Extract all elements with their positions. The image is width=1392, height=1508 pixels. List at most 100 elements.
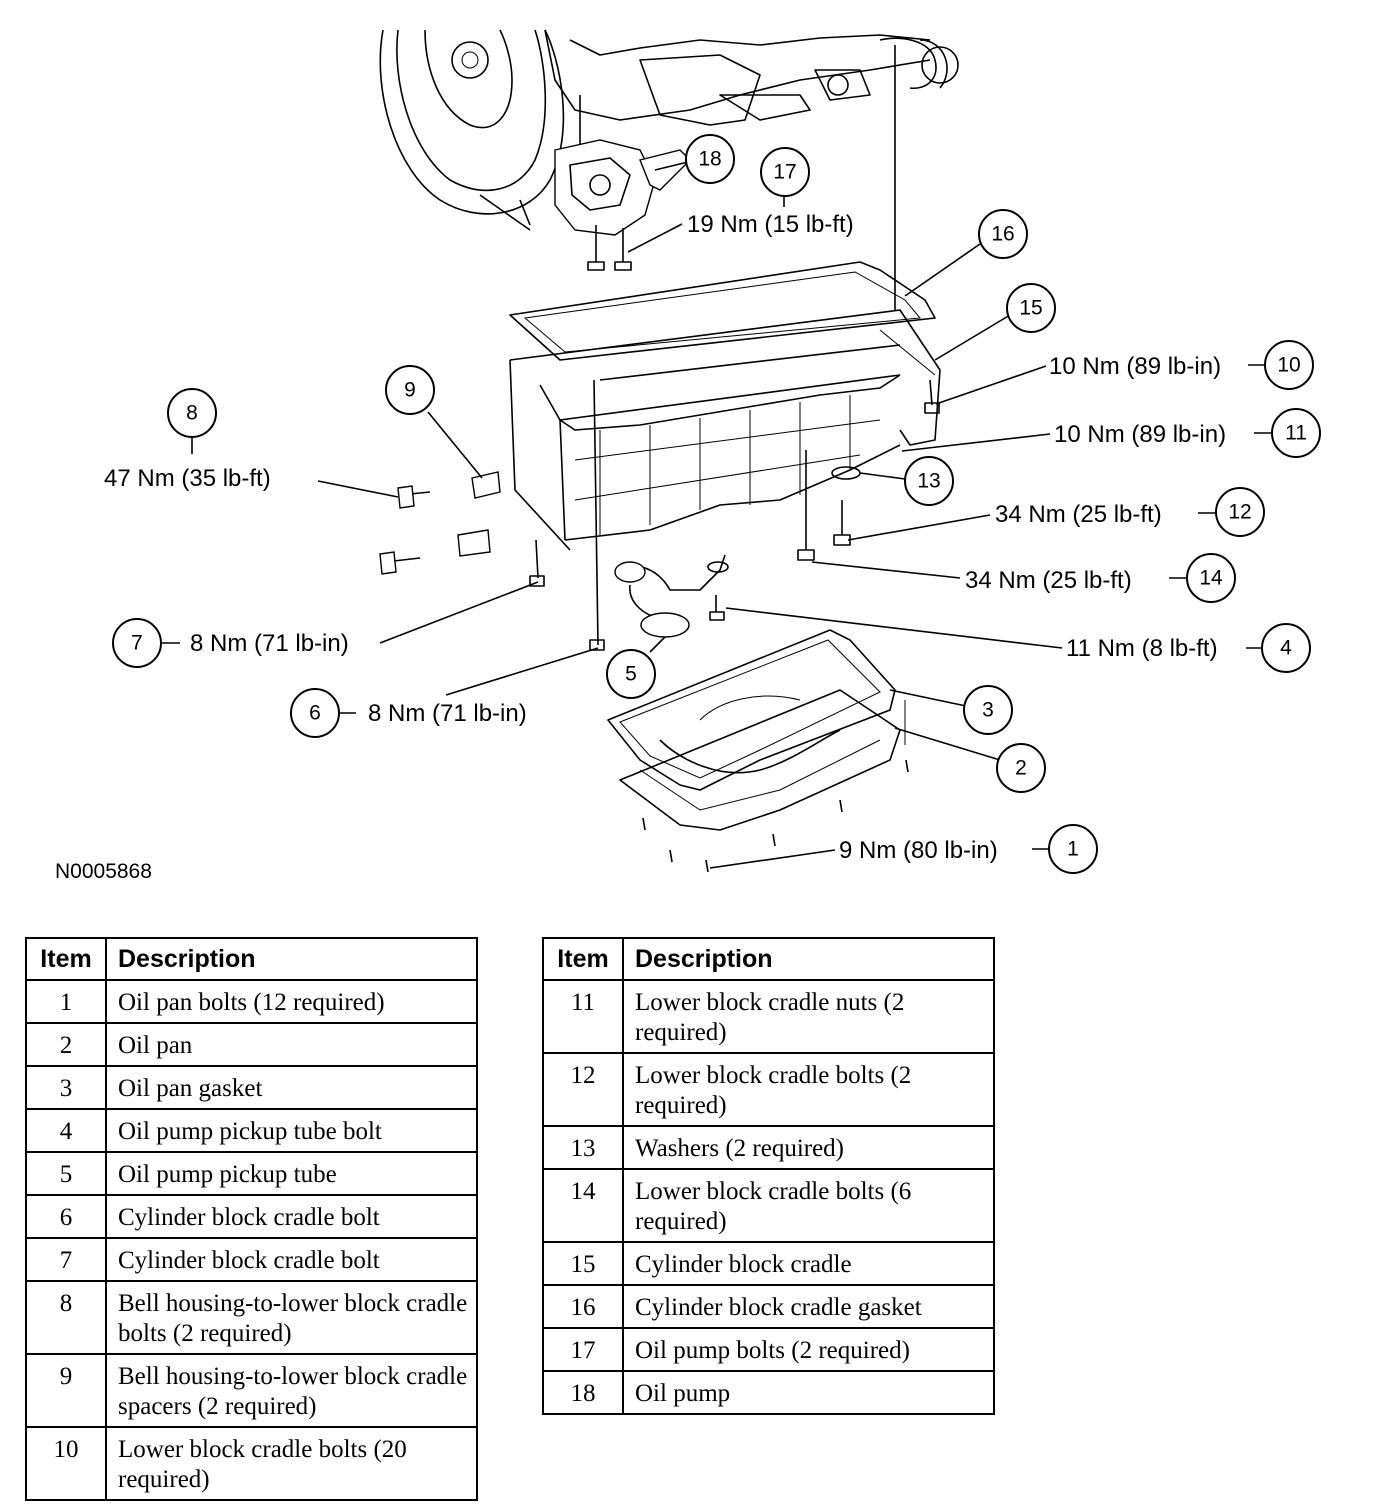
header-description: Description — [622, 937, 995, 981]
item-number: 1 — [25, 979, 107, 1024]
callout-7: 7 — [112, 618, 162, 668]
leader-lines — [160, 161, 1272, 869]
svg-text:8: 8 — [186, 402, 198, 425]
header-description: Description — [105, 937, 478, 981]
item-number: 4 — [25, 1108, 107, 1153]
torque-14: 34 Nm (25 lb-ft) — [965, 567, 1132, 594]
header-item: Item — [25, 937, 107, 981]
torque-6: 8 Nm (71 lb-in) — [368, 700, 527, 727]
svg-text:4: 4 — [1280, 637, 1292, 660]
torque-10: 10 Nm (89 lb-in) — [1049, 353, 1221, 380]
svg-text:9: 9 — [404, 379, 416, 402]
figure-id: N0005868 — [55, 860, 152, 883]
svg-text:7: 7 — [131, 632, 143, 655]
legend-header-row: Item Description — [542, 937, 995, 981]
torque-4: 11 Nm (8 lb-ft) — [1066, 635, 1218, 662]
pickup-tube-artwork — [614, 554, 729, 638]
callout-13: 13 — [904, 456, 954, 506]
svg-text:2: 2 — [1015, 757, 1027, 780]
item-description: Bell housing-to-lower block cradle bolts… — [105, 1280, 478, 1355]
item-description: Cylinder block cradle bolt — [105, 1194, 478, 1239]
item-number: 12 — [542, 1052, 624, 1127]
svg-text:1: 1 — [1067, 838, 1079, 861]
callout-15: 15 — [1006, 283, 1056, 333]
svg-text:18: 18 — [698, 148, 721, 171]
svg-text:16: 16 — [991, 223, 1014, 246]
callout-5: 5 — [606, 649, 656, 699]
item-description: Oil pan gasket — [105, 1065, 478, 1110]
torque-17: 19 Nm (15 lb-ft) — [687, 211, 854, 238]
item-number: 6 — [25, 1194, 107, 1239]
svg-text:11: 11 — [1285, 422, 1307, 445]
item-description: Oil pump — [622, 1370, 995, 1415]
item-description: Cylinder block cradle bolt — [105, 1237, 478, 1282]
header-item: Item — [542, 937, 624, 981]
callout-8: 8 — [167, 388, 217, 438]
item-description: Cylinder block cradle gasket — [622, 1284, 995, 1329]
callout-17: 17 — [760, 147, 810, 197]
callout-4: 4 — [1261, 623, 1311, 673]
callout-11: 11 — [1271, 408, 1321, 458]
torque-8: 47 Nm (35 lb-ft) — [104, 465, 271, 492]
torque-7: 8 Nm (71 lb-in) — [190, 630, 349, 657]
oil-pan-artwork — [607, 629, 909, 873]
item-description: Oil pump pickup tube bolt — [105, 1108, 478, 1153]
item-number: 11 — [542, 979, 624, 1054]
item-description: Cylinder block cradle — [622, 1241, 995, 1286]
item-number: 7 — [25, 1237, 107, 1282]
svg-text:3: 3 — [982, 699, 994, 722]
svg-text:15: 15 — [1019, 297, 1042, 320]
item-description: Lower block cradle bolts (20 required) — [105, 1426, 478, 1501]
cylinder-block-cradle-artwork — [379, 309, 941, 651]
torque-11: 10 Nm (89 lb-in) — [1054, 421, 1226, 448]
legend-header-row: Item Description — [25, 937, 478, 981]
callout-3: 3 — [963, 685, 1013, 735]
item-description: Oil pump bolts (2 required) — [622, 1327, 995, 1372]
svg-text:17: 17 — [773, 161, 796, 184]
item-number: 15 — [542, 1241, 624, 1286]
callout-9: 9 — [385, 365, 435, 415]
item-number: 3 — [25, 1065, 107, 1110]
item-number: 16 — [542, 1284, 624, 1329]
svg-text:5: 5 — [625, 663, 637, 686]
cradle-gasket-artwork — [509, 261, 936, 361]
item-description: Oil pump pickup tube — [105, 1151, 478, 1196]
callout-16: 16 — [978, 209, 1028, 259]
item-number: 9 — [25, 1353, 107, 1428]
item-description: Washers (2 required) — [622, 1125, 995, 1170]
torque-12: 34 Nm (25 lb-ft) — [995, 501, 1162, 528]
svg-text:10: 10 — [1277, 354, 1300, 377]
svg-text:12: 12 — [1228, 501, 1251, 524]
item-description: Oil pan — [105, 1022, 478, 1067]
diagram-canvas: 1 9 Nm (80 lb-in) 2 3 4 11 Nm (8 lb-ft) … — [55, 29, 1321, 883]
item-description: Lower block cradle bolts (6 required) — [622, 1168, 995, 1243]
callout-14: 14 — [1186, 553, 1236, 603]
callout-12: 12 — [1215, 487, 1265, 537]
item-number: 17 — [542, 1327, 624, 1372]
svg-text:14: 14 — [1199, 567, 1223, 590]
callout-6: 6 — [290, 688, 340, 738]
item-description: Bell housing-to-lower block cradle space… — [105, 1353, 478, 1428]
item-number: 8 — [25, 1280, 107, 1355]
